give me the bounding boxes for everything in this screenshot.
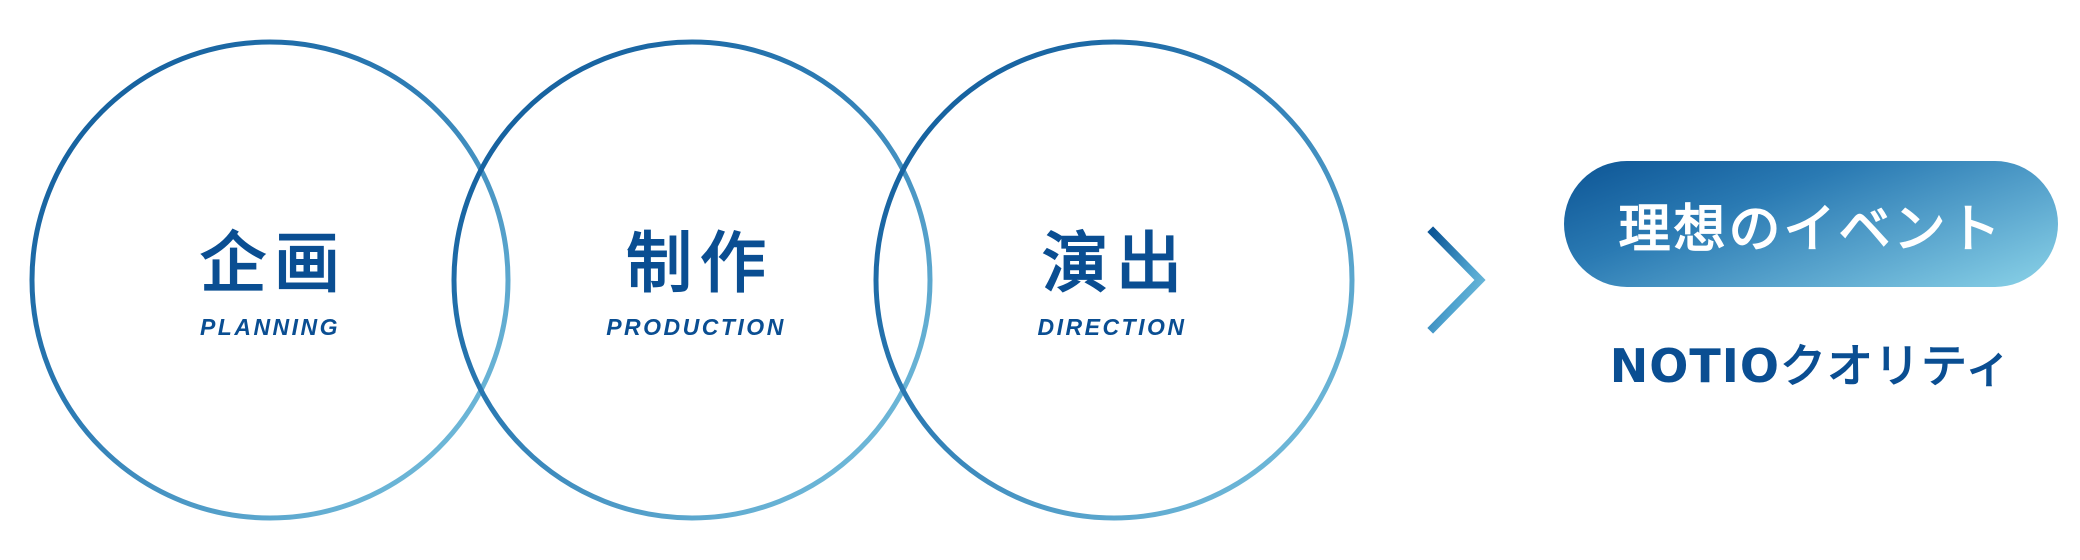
step-production: 制作 PRODUCTION	[546, 228, 846, 341]
quality-caption: NOTIOクオリティ	[1609, 339, 2013, 393]
production-circle	[451, 39, 933, 521]
badge-label: 理想のイベント	[1618, 199, 2004, 260]
step-planning: 企画 PLANNING	[120, 228, 420, 341]
planning-circle	[29, 39, 511, 521]
step-title-en: PRODUCTION	[606, 314, 786, 340]
step-title-ja: 企画	[200, 225, 348, 302]
step-title-en: DIRECTION	[1037, 314, 1187, 340]
step-title-ja: 制作	[626, 225, 774, 302]
ideal-event-badge: 理想のイベント	[1564, 161, 2058, 287]
step-title-ja: 演出	[1042, 225, 1190, 302]
chevron-right-icon	[1427, 226, 1486, 334]
step-title-en: PLANNING	[199, 314, 341, 340]
direction-circle	[873, 39, 1355, 521]
step-direction: 演出 DIRECTION	[962, 228, 1262, 341]
